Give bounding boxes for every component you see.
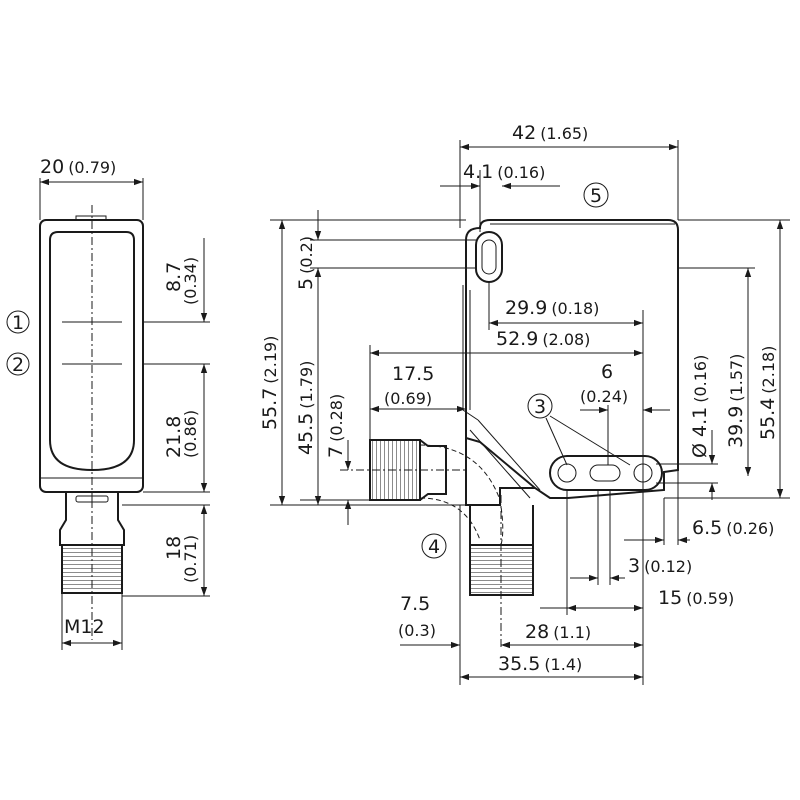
overall-width-text: 42(1.65)	[512, 122, 588, 144]
conn-length-inch: (0.69)	[384, 389, 432, 408]
svg-text:2: 2	[12, 354, 24, 376]
hole-dia-label: Ø 4.1(0.16)	[689, 355, 711, 458]
dim-15-text: 15(0.59)	[658, 587, 734, 609]
dim-6-text: 6	[601, 361, 613, 383]
dim-29-9-text: 29.9(0.18)	[505, 297, 599, 319]
bottom-mounting-slot	[549, 455, 663, 491]
callout-4: 4	[421, 533, 447, 559]
dim-45-5-label: 45.5(1.79)	[295, 361, 317, 455]
dim-6-inch: (0.24)	[580, 387, 628, 406]
slot-offset-text: 4.1(0.16)	[463, 161, 545, 183]
dim-7-5-text: 7.5	[400, 593, 430, 615]
left-vertical-dim-labels: 8.7 (0.34) 21.8 (0.86) 18 (0.71)	[163, 257, 200, 583]
side-view: 42(1.65) 4.1(0.16) 5 17.5 (0.69)	[270, 122, 790, 685]
dim-39-9-label: 39.9(1.57)	[725, 354, 747, 448]
svg-text:5: 5	[590, 185, 602, 207]
callout-2: 2	[6, 352, 30, 376]
dim-55-7-label: 55.7(2.19)	[259, 336, 281, 430]
dim-7-5-inch: (0.3)	[398, 621, 436, 640]
callout-5: 5	[583, 182, 609, 208]
dim-35-5-text: 35.5(1.4)	[498, 653, 582, 675]
callout-3: 3	[527, 393, 631, 466]
dim-3-text: 3(0.12)	[628, 555, 692, 577]
callout-1: 1	[6, 310, 30, 334]
dim-7-label: 7(0.28)	[325, 394, 347, 458]
dim-52-9-text: 52.9(2.08)	[496, 328, 590, 350]
dim-8-7-label: 8.7	[163, 262, 185, 292]
dim-18-inch: (0.71)	[181, 535, 200, 583]
front-lens-window	[49, 231, 135, 472]
side-housing	[465, 219, 679, 499]
dim-21-8-inch: (0.86)	[181, 410, 200, 458]
svg-text:3: 3	[534, 396, 546, 418]
dim-28-text: 28(1.1)	[525, 621, 591, 643]
conn-length-text: 17.5	[392, 363, 434, 385]
dim-8-7-inch: (0.34)	[181, 257, 200, 305]
svg-text:4: 4	[428, 536, 440, 558]
dim-18-label: 18	[163, 536, 185, 560]
thread-label: M12	[64, 616, 105, 638]
dim-5-label: 5(0.2)	[295, 236, 317, 290]
front-view: 20(0.79) 8.7 M12 1 2	[6, 156, 210, 650]
dim-6-5-text: 6.5(0.26)	[692, 517, 774, 539]
dim-21-8-label: 21.8	[163, 416, 185, 458]
width-dim-text: 20(0.79)	[40, 156, 116, 178]
dim-55-4-label: 55.4(2.18)	[757, 346, 779, 440]
svg-text:1: 1	[12, 312, 24, 334]
side-vertical-dim-labels: 55.7(2.19) 5(0.2) 45.5(1.79) 7(0.28) Ø 4…	[259, 236, 779, 458]
